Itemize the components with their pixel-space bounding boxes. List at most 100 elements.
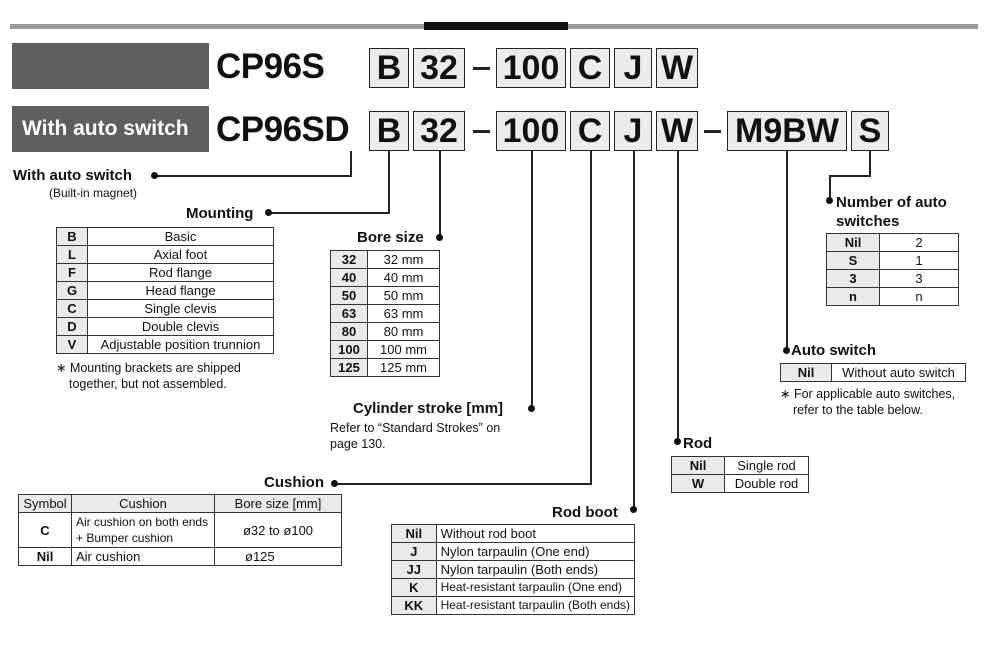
table-header-row: Symbol Cushion Bore size [mm] xyxy=(18,494,342,513)
code-stroke-1: 100 xyxy=(496,48,566,88)
stroke-note: Refer to “Standard Strokes” on xyxy=(330,421,501,435)
option-code: C xyxy=(56,299,88,318)
option-description: Single rod xyxy=(724,456,809,475)
table-row: Nil Air cushion ø125 xyxy=(18,547,342,566)
column-header: Symbol xyxy=(18,494,72,513)
code-bore-1: 32 xyxy=(413,48,465,88)
bore-size-label: Bore size xyxy=(357,229,424,246)
option-description: 80 mm xyxy=(367,322,440,341)
option-description: Rod flange xyxy=(87,263,274,282)
leader-line-switch-count xyxy=(869,151,871,176)
model-number-auto-switch: CP96SD xyxy=(216,110,350,149)
leader-line-auto-switch xyxy=(156,175,352,177)
rod-label: Rod xyxy=(683,435,713,452)
option-code: 50 xyxy=(330,286,368,305)
column-header: Bore size [mm] xyxy=(214,494,342,513)
leader-line-switch-count xyxy=(829,175,871,177)
option-code: Nil xyxy=(391,524,437,543)
option-description: Adjustable position trunnion xyxy=(87,335,274,354)
code-rod-boot-2: J xyxy=(614,111,652,151)
option-description: 100 mm xyxy=(367,340,440,359)
auto-switch-model-label-box: With auto switch xyxy=(12,106,209,152)
code-rod-2: W xyxy=(656,111,698,151)
option-code: 32 xyxy=(330,250,368,269)
mounting-label: Mounting xyxy=(186,205,254,222)
option-description: 32 mm xyxy=(367,250,440,269)
option-code: JJ xyxy=(391,560,437,579)
cylinder-stroke-label: Cylinder stroke [mm] xyxy=(353,400,504,417)
leader-line-cushion xyxy=(590,151,592,484)
option-description: 50 mm xyxy=(367,286,440,305)
cushion-table: Symbol Cushion Bore size [mm] C Air cush… xyxy=(18,494,342,566)
auto-switch-label: Auto switch xyxy=(791,342,876,359)
leader-line-mounting xyxy=(270,212,390,214)
option-description: 125 mm xyxy=(367,358,440,377)
rod-boot-label: Rod boot xyxy=(552,504,618,521)
option-description: Double rod xyxy=(724,474,809,493)
bore-range: ø125 xyxy=(214,547,342,566)
option-code: B xyxy=(56,227,88,246)
leader-dot xyxy=(826,197,833,204)
option-description: Heat-resistant tarpaulin (One end) xyxy=(435,578,636,597)
option-code: 63 xyxy=(330,304,368,323)
with-auto-switch-label: With auto switch xyxy=(13,167,133,184)
leader-dot xyxy=(151,172,158,179)
option-code: F xyxy=(56,263,88,282)
auto-switch-note: refer to the table below. xyxy=(793,403,923,417)
leader-dot xyxy=(528,405,535,412)
option-code: 100 xyxy=(330,340,368,359)
option-description: Heat-resistant tarpaulin (Both ends) xyxy=(435,596,636,615)
option-description: Nylon tarpaulin (One end) xyxy=(435,542,636,561)
code-cushion-2: C xyxy=(570,111,610,151)
option-code: V xyxy=(56,335,88,354)
option-description: Double clevis xyxy=(87,317,274,336)
option-description: 63 mm xyxy=(367,304,440,323)
option-code: C xyxy=(18,512,72,548)
option-code: Nil xyxy=(671,456,725,475)
table-row: C Air cushion on both ends+ Bumper cushi… xyxy=(18,512,342,548)
option-description: 1 xyxy=(879,251,959,270)
option-description: Axial foot xyxy=(87,245,274,264)
leader-dot xyxy=(630,506,637,513)
option-description: 40 mm xyxy=(367,268,440,287)
option-code: G xyxy=(56,281,88,300)
code-separator xyxy=(473,130,490,133)
switch-count-label: switches xyxy=(836,213,900,230)
code-switch-count: S xyxy=(851,111,889,151)
leader-line-rod-boot xyxy=(633,151,635,509)
leader-line-stroke xyxy=(531,151,533,408)
option-description: Basic xyxy=(87,227,274,246)
built-in-magnet-note: (Built-in magnet) xyxy=(49,186,138,200)
option-description: Without auto switch xyxy=(831,363,966,382)
option-code: D xyxy=(56,317,88,336)
cushion-label: Cushion xyxy=(264,474,324,491)
cushion-description: Air cushion xyxy=(71,547,215,566)
option-code: 3 xyxy=(826,269,880,288)
cushion-description: + Bumper cushion xyxy=(76,531,174,545)
mounting-note: ∗ Mounting brackets are shipped xyxy=(56,361,241,375)
code-cushion-1: C xyxy=(570,48,610,88)
option-code: Nil xyxy=(826,233,880,252)
option-description: 3 xyxy=(879,269,959,288)
code-separator xyxy=(704,130,721,133)
stroke-note: page 130. xyxy=(330,437,386,451)
leader-line-bore xyxy=(439,151,441,237)
